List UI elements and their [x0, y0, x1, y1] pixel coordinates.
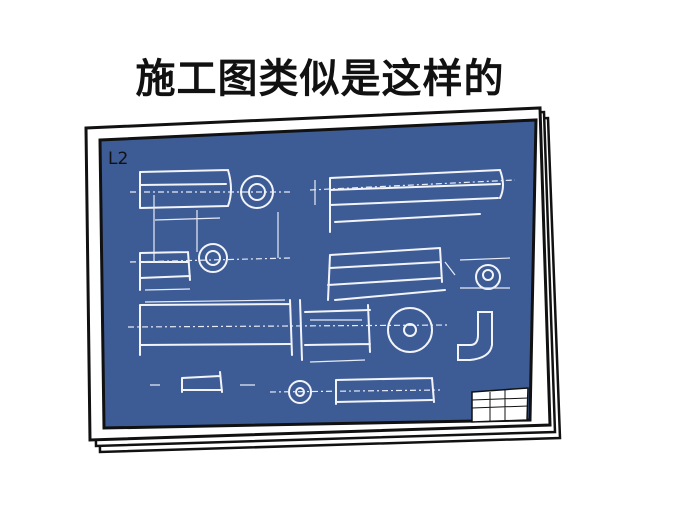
drawing-lines: [127, 169, 516, 405]
headline: 施工图类似是这样的: [135, 56, 505, 102]
title-block: [471, 387, 529, 423]
blueprint-sheet: [98, 118, 538, 430]
sheet-label: L2: [108, 149, 128, 169]
